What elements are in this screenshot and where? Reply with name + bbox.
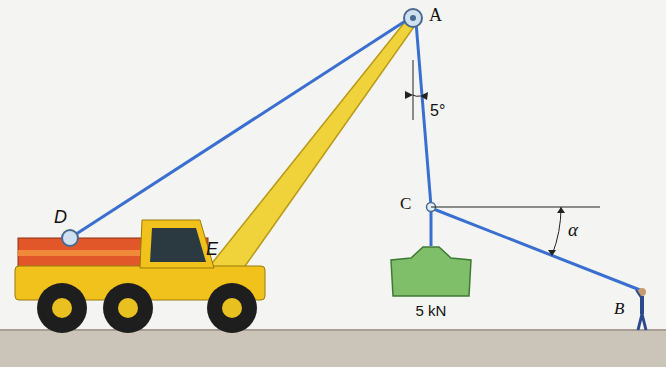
load-value: 5 kN [389, 302, 473, 319]
weight-shape [389, 246, 473, 298]
weight-outline [391, 247, 471, 296]
point-label: C [400, 195, 411, 212]
angle-label: 5° [430, 103, 445, 119]
weight-block: 5 kN [389, 246, 473, 319]
point-label: B [614, 300, 624, 317]
angle-label: α [568, 220, 578, 239]
point-label: A [429, 6, 442, 24]
point-label: D [54, 208, 67, 226]
point-label: E [206, 240, 218, 258]
